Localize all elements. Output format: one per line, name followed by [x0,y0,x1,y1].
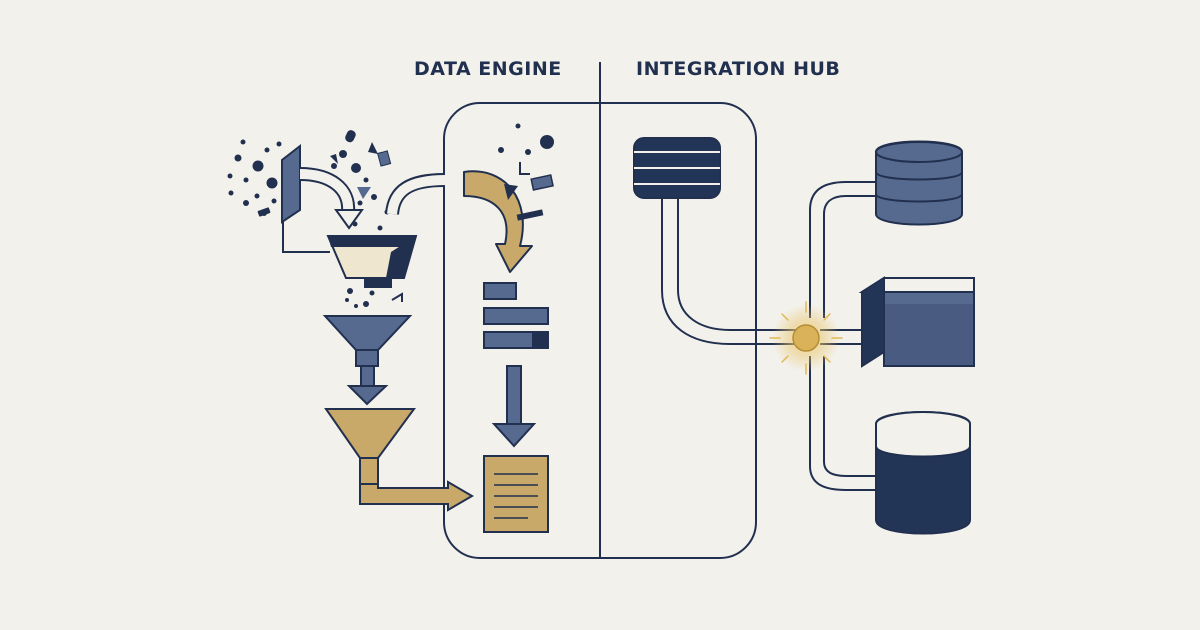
output-arrow-icon [359,480,474,512]
data-engine-title: DATA ENGINE [414,58,562,80]
funnel-icon [324,408,416,485]
data-bar [483,282,517,300]
curved-arrow-icon [334,209,364,230]
server-box-icon [858,276,975,368]
falling-particles [345,288,403,308]
funnel-icon [326,235,418,288]
block-particle [377,150,392,167]
funnel-icon [322,315,413,367]
source-connector-line [282,222,330,253]
database-icon [633,137,721,199]
database-icon [875,411,971,535]
pipe-connection [809,181,878,491]
triangle-particle [357,187,371,199]
down-arrow-icon [346,365,389,406]
scattered-data-icon [227,130,390,231]
glowing-junction-icon [769,301,843,375]
curved-arrow-icon [463,170,544,273]
down-arrow-icon [491,365,537,448]
database-icon [875,140,963,226]
engine-particles [498,123,554,191]
source-panel [281,143,301,224]
data-bar [483,307,549,325]
document-icon [483,455,549,533]
pipe-connection [661,198,798,345]
data-bar [483,331,549,349]
integration-hub-title: INTEGRATION HUB [636,58,841,80]
